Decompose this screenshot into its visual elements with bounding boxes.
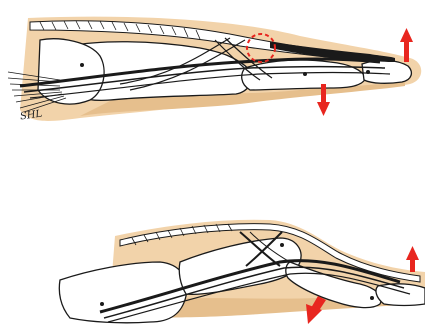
top-joint-mark-1	[80, 63, 84, 67]
bottom-joint-mark-2	[280, 243, 284, 247]
bottom-panel	[59, 220, 425, 324]
bottom-joint-mark-3	[370, 296, 374, 300]
arrow-up-icon	[406, 246, 419, 272]
bottom-joint-mark-1	[100, 302, 104, 306]
top-panel	[8, 17, 421, 121]
